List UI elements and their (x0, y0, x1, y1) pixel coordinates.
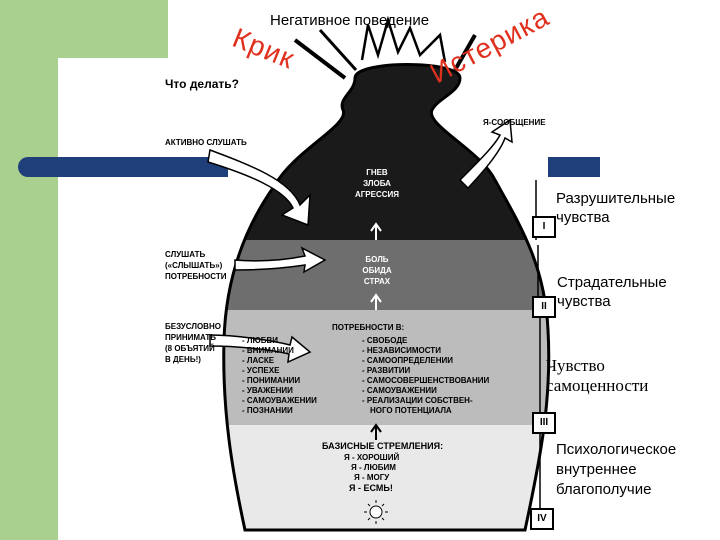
label-active-listen: АКТИВНО СЛУШАТЬ (165, 138, 247, 147)
label-accept-4: В ДЕНЬ!) (165, 355, 201, 364)
label-listen-1: СЛУШАТЬ (165, 250, 206, 259)
basic-line-3: Я - ЕСМЬ! (349, 483, 393, 493)
left-green-bar (0, 0, 58, 540)
level-marker-4: IV (530, 508, 554, 530)
needs-right-4: - САМОСОВЕРШЕНСТВОВАНИИ (362, 376, 490, 385)
level-marker-2: II (532, 296, 556, 318)
blue-accent-bar-left (18, 157, 228, 177)
layer1-line1: ГНЕВ (366, 168, 388, 177)
label-wellbeing-2: внутреннее (556, 461, 637, 478)
eruption-stroke-right (453, 34, 477, 71)
label-suffering-1: Страдательные (557, 274, 667, 291)
layer2-line3: СТРАХ (363, 277, 391, 286)
label-destructive-2: чувства (556, 209, 610, 226)
label-wellbeing-3: благополучие (556, 481, 652, 498)
layer-pain (223, 240, 549, 310)
level-marker-3: III (532, 412, 556, 434)
needs-left-3: - УСПЕХЕ (242, 366, 280, 375)
top-green-block (58, 0, 168, 58)
needs-title: ПОТРЕБНОСТИ В: (332, 323, 405, 332)
layer1-line2: ЗЛОБА (363, 179, 391, 188)
question-heading: Что делать? (165, 77, 239, 91)
needs-right-1: - НЕЗАВИСИМОСТИ (362, 346, 441, 355)
heading-negative-behavior: Негативное поведение (270, 12, 430, 29)
label-selfworth-1: Чувство (546, 356, 605, 375)
sun-rays (364, 500, 388, 524)
needs-left-4: - ПОНИМАНИИ (242, 376, 301, 385)
label-accept-1: БЕЗУСЛОВНО (165, 322, 221, 331)
needs-right-5: - САМОУВАЖЕНИИ (362, 386, 437, 395)
arrow-listen-needs (234, 246, 327, 274)
needs-right-6: - РЕАЛИЗАЦИИ СОБСТВЕН- (362, 396, 473, 405)
basic-line-2: Я - МОГУ (354, 473, 390, 482)
needs-left-1: - ВНИМАНИИ (242, 346, 294, 355)
layer1-line3: АГРЕССИЯ (354, 190, 400, 199)
blue-accent-bar-right (548, 157, 600, 177)
up-arrow-3 (370, 423, 382, 440)
eruption-shape (360, 15, 447, 63)
label-accept-3: (8 ОБЪЯТИЙ (165, 344, 215, 353)
sun-icon (369, 505, 383, 519)
arrow-i-message (458, 118, 513, 190)
arrow-accept (209, 334, 312, 364)
basic-title: БАЗИСНЫЕ СТРЕМЛЕНИЯ: (322, 441, 444, 451)
needs-left-6: - САМОУВАЖЕНИИ (242, 396, 317, 405)
level-marker-1: I (532, 216, 556, 238)
layer2-line1: БОЛЬ (365, 255, 389, 264)
eruption-stroke-left-2 (318, 28, 358, 72)
label-listen-3: ПОТРЕБНОСТИ (165, 272, 227, 281)
needs-right-2: - САМООПРЕДЕЛЕНИИ (362, 356, 454, 365)
up-arrow-2 (370, 293, 382, 310)
label-accept-2: ПРИНИМАТЬ (165, 333, 217, 342)
layer-needs (223, 310, 549, 425)
label-suffering-2: чувства (557, 293, 611, 310)
label-destructive-1: Разрушительные (556, 190, 676, 207)
arrow-active-listen (207, 148, 311, 227)
basic-line-0: Я - ХОРОШИЙ (344, 453, 400, 462)
needs-left-7: - ПОЗНАНИИ (242, 406, 293, 415)
up-arrow-1 (370, 222, 382, 240)
needs-left-2: - ЛАСКЕ (242, 356, 275, 365)
needs-right-7: НОГО ПОТЕНЦИАЛА (370, 406, 452, 415)
needs-left-5: - УВАЖЕНИИ (242, 386, 293, 395)
label-selfworth-2: самоценности (546, 376, 649, 395)
eruption-stroke-left (293, 38, 347, 80)
needs-right-3: - РАЗВИТИИ (362, 366, 411, 375)
needs-left-0: - ЛЮБВИ (242, 336, 279, 345)
basic-line-1: Я - ЛЮБИМ (351, 463, 396, 472)
label-listen-2: («СЛЫШАТЬ») (165, 261, 223, 270)
label-i-message: Я-СООБЩЕНИЕ (483, 118, 546, 127)
layer2-line2: ОБИДА (362, 266, 392, 275)
needs-right-0: - СВОБОДЕ (362, 336, 408, 345)
label-wellbeing-1: Психологическое (556, 441, 677, 458)
